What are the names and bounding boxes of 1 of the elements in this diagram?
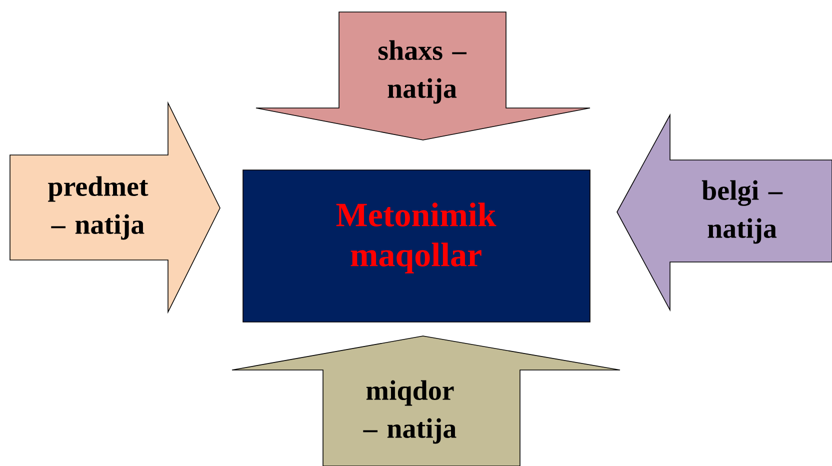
center-box: Metonimik maqollar (242, 170, 590, 322)
